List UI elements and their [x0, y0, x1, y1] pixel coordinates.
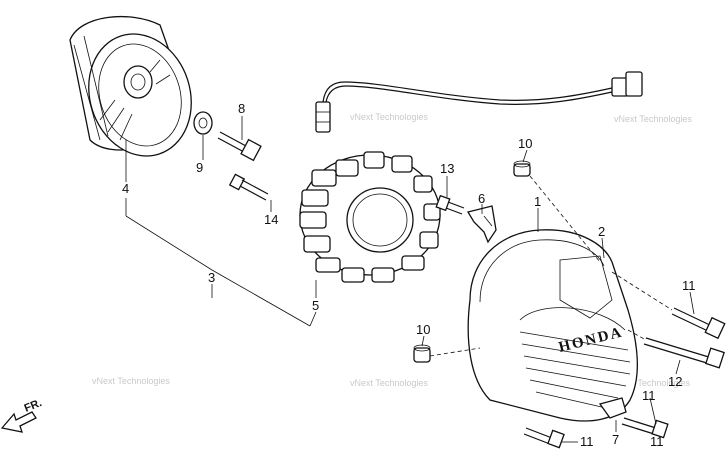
watermark: vNext Technologies [350, 378, 428, 388]
watermark: vNext Technologies [350, 112, 428, 122]
cover-bolt [671, 307, 726, 340]
left-crankcase-cover: HONDA [467, 229, 638, 422]
stator [299, 71, 643, 283]
callout-8: 8 [238, 101, 245, 116]
callout-11-upper: 11 [682, 278, 696, 293]
watermark: vNext Technologies [612, 378, 690, 388]
wire-clamp [466, 205, 497, 244]
callout-9: 9 [196, 160, 203, 175]
callout-10-lower: 10 [416, 322, 430, 337]
callout-7: 7 [612, 432, 619, 447]
alignment-lines [429, 175, 673, 357]
front-direction-indicator: FR. [0, 397, 44, 433]
callout-4: 4 [122, 181, 129, 196]
callout-11-right: 11 [642, 388, 656, 403]
screw [435, 194, 465, 215]
callout-2: 2 [598, 224, 605, 239]
cover-bolt-bottom [523, 427, 565, 449]
flywheel-bolt [217, 131, 262, 162]
leader-lines [125, 116, 695, 443]
watermark: vNext Technologies [92, 376, 170, 386]
callout-12: 12 [668, 374, 682, 389]
cover-bolt-long [643, 337, 725, 369]
flywheel [69, 15, 192, 157]
dowel-pin-lower [413, 344, 431, 363]
callout-10-upper: 10 [518, 136, 532, 151]
dowel-pin-upper [513, 160, 531, 177]
washer [193, 111, 213, 135]
callout-1: 1 [534, 194, 541, 209]
callout-11-lower: 11 [650, 434, 664, 449]
callout-5: 5 [312, 298, 319, 313]
callout-numbers: 4 3 5 9 8 14 13 6 10 1 2 10 11 12 11 11 … [122, 101, 696, 449]
callout-6: 6 [478, 191, 485, 206]
direction-label: FR. [23, 397, 44, 415]
cover-bolt-lower [621, 417, 669, 439]
callout-11-bottom: 11 [580, 434, 594, 449]
callout-13: 13 [440, 161, 454, 176]
callout-3: 3 [208, 270, 215, 285]
callout-14: 14 [264, 212, 278, 227]
stator-bolt [228, 173, 269, 201]
watermark: vNext Technologies [614, 114, 692, 124]
